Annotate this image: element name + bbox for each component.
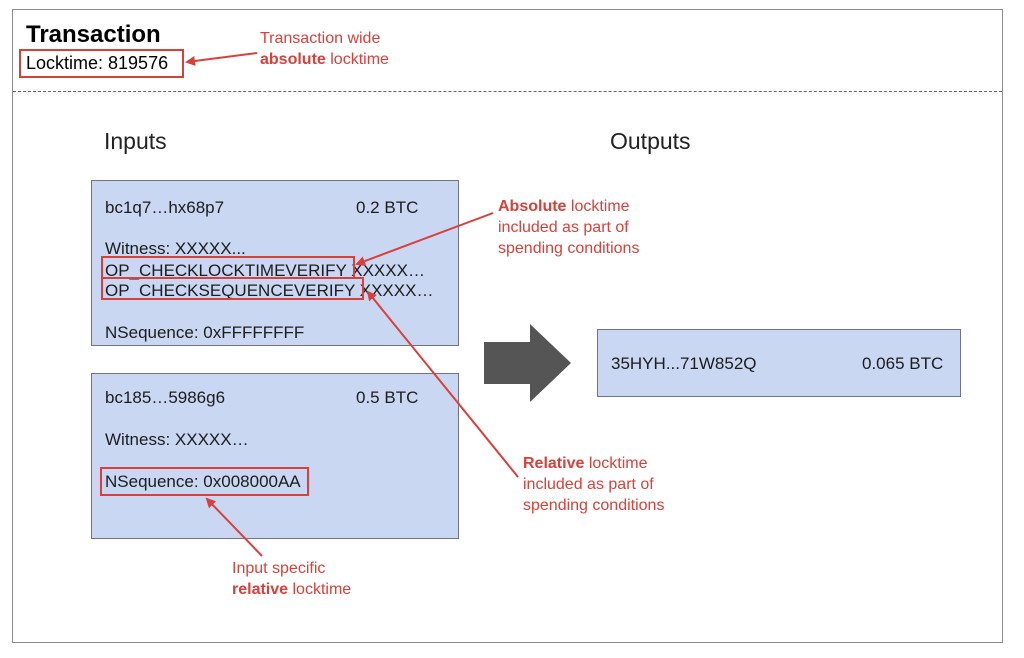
annotation-bold: Relative xyxy=(523,455,585,472)
output-card-1: 35HYH...71W852Q 0.065 BTC xyxy=(597,329,961,397)
annotation-text: spending conditions xyxy=(498,240,640,257)
cltv-opcode: OP_CHECKLOCKTIMEVERIFY xyxy=(105,261,347,280)
input-address: bc185…5986g6 xyxy=(105,388,226,407)
annotation-text: Input specific xyxy=(232,560,326,577)
csv-args: XXXXX… xyxy=(355,281,434,300)
nsequence-highlight xyxy=(100,467,309,496)
annotation-bold: Absolute xyxy=(498,198,567,215)
absolute-locktime-annotation: Absolute locktime included as part of sp… xyxy=(498,196,639,259)
transaction-locktime: Locktime: 819576 xyxy=(19,49,184,78)
output-amount: 0.065 BTC xyxy=(862,354,944,373)
input-address: bc1q7…hx68p7 xyxy=(105,198,225,217)
annotation-bold: relative xyxy=(232,581,289,598)
csv-highlight xyxy=(101,277,364,300)
annotation-text: included as part of xyxy=(498,219,629,236)
input-card-2: bc185…5986g6 0.5 BTC Witness: XXXXX… NSe… xyxy=(91,373,459,539)
annotation-text: included as part of xyxy=(523,476,654,493)
relative-locktime-annotation: Relative locktime included as part of sp… xyxy=(523,453,664,516)
input-cltv-line: OP_CHECKLOCKTIMEVERIFY XXXXX… xyxy=(105,261,425,281)
output-address: 35HYH...71W852Q xyxy=(611,354,757,373)
transaction-title: Transaction xyxy=(26,21,161,48)
input-nsequence: NSequence: 0xFFFFFFFF xyxy=(105,323,305,342)
header-divider xyxy=(13,91,1002,92)
annotation-text: spending conditions xyxy=(523,497,665,514)
annotation-text: Transaction wide xyxy=(260,30,381,47)
csv-opcode: OP_CHECKSEQUENCEVERIFY xyxy=(105,281,356,300)
annotation-text: locktime xyxy=(288,581,352,598)
input-nsequence: NSequence: 0x008000AA xyxy=(105,472,301,491)
input-witness: Witness: XXXXX... xyxy=(105,239,246,258)
input-amount: 0.5 BTC xyxy=(356,388,419,407)
annotation-text: locktime xyxy=(566,198,630,215)
input-amount: 0.2 BTC xyxy=(356,198,419,217)
transaction-frame xyxy=(12,9,1003,643)
transaction-locktime-annotation: Transaction wide absolute locktime xyxy=(260,28,389,70)
input-witness: Witness: XXXXX… xyxy=(105,430,249,449)
inputs-heading: Inputs xyxy=(104,128,167,154)
cltv-highlight xyxy=(101,256,355,279)
input-specific-annotation: Input specific relative locktime xyxy=(232,558,351,600)
cltv-args: XXXXX… xyxy=(346,261,425,280)
annotation-bold: absolute xyxy=(260,51,326,68)
annotation-text: locktime xyxy=(584,455,648,472)
annotation-text: locktime xyxy=(325,51,389,68)
outputs-heading: Outputs xyxy=(610,128,691,154)
